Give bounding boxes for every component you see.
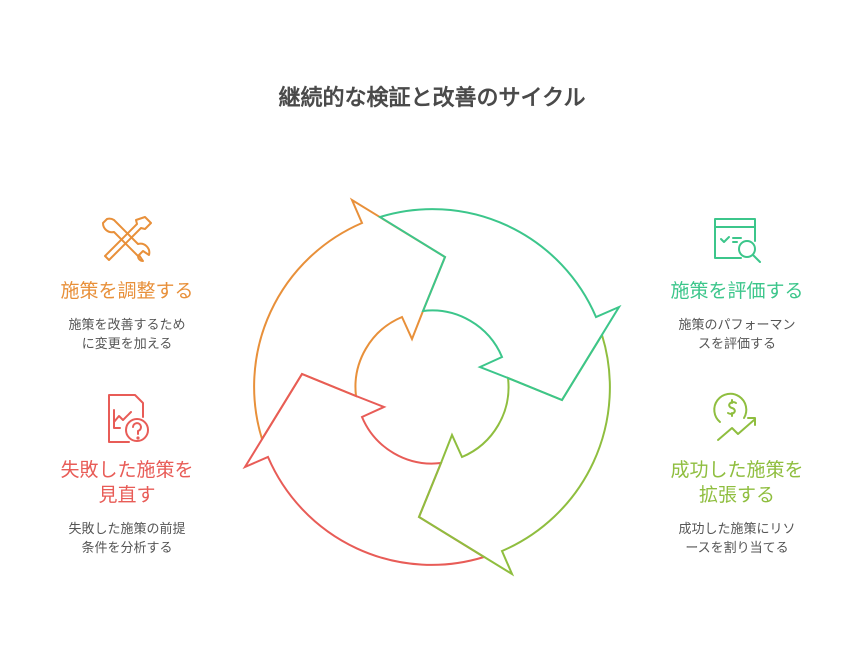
step-heading: 成功した施策を 拡張する <box>670 459 804 506</box>
step-heading: 失敗した施策を 見直す <box>60 459 194 506</box>
step-heading: 施策を評価する <box>670 280 804 302</box>
cycle-arrow-scale <box>417 332 611 577</box>
step-heading: 施策を調整する <box>60 280 194 302</box>
step-review: 失敗した施策を 見直す 失敗した施策の前提 条件を分析する <box>37 392 217 558</box>
step-description: 施策を改善するため に変更を加える <box>68 318 186 352</box>
wrench-screwdriver-icon <box>101 216 152 262</box>
step-adjust: 施策を調整する 施策を改善するため に変更を加える <box>37 213 217 354</box>
cycle-arrow-evaluate <box>377 208 622 402</box>
step-description: 施策のパフォーマン スを評価する <box>678 318 796 352</box>
step-evaluate: 施策を評価する 施策のパフォーマン スを評価する <box>647 213 827 354</box>
cycle-arrow-adjust <box>253 197 447 442</box>
cycle-arrow-review <box>242 372 487 566</box>
step-description: 失敗した施策の前提 条件を分析する <box>68 522 186 556</box>
diagram-title: 継続的な検証と改善のサイクル <box>278 86 586 111</box>
dollar-growth-icon <box>713 392 756 441</box>
step-scale: 成功した施策を 拡張する 成功した施策にリソ ースを割り当てる <box>647 390 827 558</box>
step-description: 成功した施策にリソ ースを割り当てる <box>678 522 796 556</box>
document-question-icon <box>108 394 149 443</box>
report-search-icon <box>714 218 761 263</box>
